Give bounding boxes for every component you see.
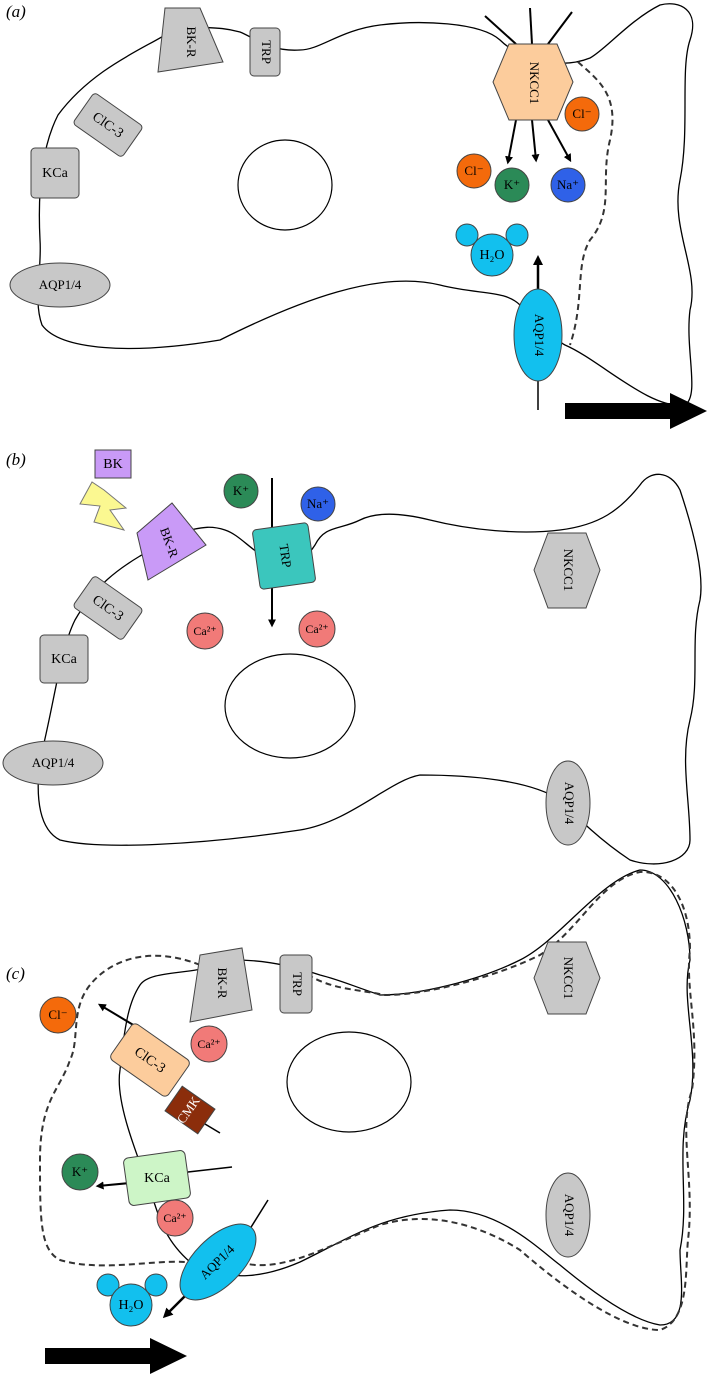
panel-b-kca-channel: KCa [39,634,89,684]
water-molecule-icon: H₂O [96,1273,168,1327]
panel-b-bk-receptor: BK-R [136,502,207,581]
panel-b-cell-membrane [37,473,702,865]
panel-c-aqp-right: AQP1/4 [545,1172,591,1258]
panel-b-nucleus [224,653,356,759]
panel-c-trp-label: TRP [290,972,305,996]
panel-b: (b) BK BK-R TRP ClC-3 KCa [2,449,702,865]
panel-b-aqp-right: AQP1/4 [545,760,591,846]
panel-a-aqp-front: AQP1/4 [513,255,563,410]
panel-a-bkr-label: BK-R [184,26,199,57]
panel-c-label: (c) [6,964,25,983]
panel-a-nkcc1-label: NKCC1 [527,62,542,105]
panel-b-aqp-right-label: AQP1/4 [562,782,577,825]
panel-a-aqp-left-label: AQP1/4 [39,277,82,292]
panel-a-water-label: H₂O [479,248,504,263]
panel-a-kca-label: KCa [42,166,68,181]
panel-a-chloride-ion-left: Cl⁻ [456,153,492,189]
panel-b-aqp-left: AQP1/4 [2,740,104,786]
panel-b-kca-label: KCa [51,652,77,667]
panel-c-cmk-kinase: CMK [164,1085,216,1135]
panel-b-nkcc1: NKCC1 [533,532,601,609]
panel-b-trp-label: TRP [276,543,294,569]
panel-b-bradykinin: BK [94,449,132,479]
panel-b-bk-label: BK [103,457,122,472]
panel-a-kca-channel: KCa [30,147,80,199]
panel-c-bk-receptor: BK-R [189,947,253,1023]
svg-text:Na⁺: Na⁺ [557,177,579,192]
panel-c-clc3-channel: ClC-3 [97,1003,221,1134]
svg-text:Ca²⁺: Ca²⁺ [197,1037,220,1051]
panel-c-kca-label: KCa [144,1171,170,1186]
panel-c-bkr-label: BK-R [215,967,230,998]
panel-c-calcium-ion-bottom: Ca²⁺ [156,1199,194,1237]
migration-arrow-icon [45,1338,187,1374]
svg-text:Ca²⁺: Ca²⁺ [163,1211,186,1225]
svg-text:Cl⁻: Cl⁻ [48,1007,67,1022]
panel-b-nkcc1-label: NKCC1 [561,549,576,592]
panel-a: (a) BK-R TRP ClC-3 KCa AQP1/4 [6,2,707,429]
panel-a-nkcc1: NKCC1 [484,7,574,165]
panel-b-sodium-ion: Na⁺ [300,486,336,522]
panel-c-chloride-ion: Cl⁻ [39,996,77,1034]
panel-c-dashed-membrane [38,870,696,1332]
panel-a-dashed-membrane [569,61,614,346]
panel-c-nucleus [286,1031,412,1133]
panel-c-water-label: H₂O [118,1298,143,1313]
panel-a-aqp-front-label: AQP1/4 [532,314,547,357]
panel-c-aqp-front: AQP1/4 [162,1199,269,1319]
panel-a-cell-membrane [37,3,694,406]
svg-text:Cl⁻: Cl⁻ [572,106,591,121]
panel-a-potassium-ion: K⁺ [494,167,530,203]
panel-a-aqp-left: AQP1/4 [9,262,111,308]
svg-text:Na⁺: Na⁺ [307,496,329,511]
panel-a-sodium-ion: Na⁺ [550,167,586,203]
panel-a-clc3-channel: ClC-3 [73,93,143,157]
panel-c-calcium-ion-top: Ca²⁺ [190,1025,228,1063]
panel-b-clc3-channel: ClC-3 [73,576,143,640]
panel-b-label: (b) [6,450,26,469]
panel-b-aqp-left-label: AQP1/4 [32,755,75,770]
panel-c: (c) BK-R TRP NKCC1 AQP1/4 Cl⁻ [6,869,696,1374]
panel-b-calcium-ion-right: Ca²⁺ [298,610,336,648]
svg-text:K⁺: K⁺ [233,483,249,498]
panel-a-trp-label: TRP [259,40,274,64]
svg-text:Cl⁻: Cl⁻ [464,163,483,178]
lightning-icon [79,481,128,531]
panel-c-kca-channel: KCa [95,1150,233,1206]
panel-c-aqp-right-label: AQP1/4 [562,1194,577,1237]
svg-text:K⁺: K⁺ [72,1164,88,1179]
panel-a-chloride-ion-top: Cl⁻ [564,96,600,132]
panel-b-calcium-ion-left: Ca²⁺ [186,612,224,650]
svg-text:Ca²⁺: Ca²⁺ [305,622,328,636]
migration-arrow-icon [565,393,707,429]
svg-text:K⁺: K⁺ [504,177,520,192]
panel-c-potassium-ion: K⁺ [61,1153,99,1191]
panel-c-nkcc1: NKCC1 [533,941,601,1015]
panel-c-nkcc1-label: NKCC1 [561,957,576,1000]
svg-text:Ca²⁺: Ca²⁺ [193,624,216,638]
panel-c-trp-channel: TRP [279,954,313,1014]
panel-a-label: (a) [6,2,26,21]
panel-a-nucleus [237,139,333,231]
panel-b-potassium-ion: K⁺ [223,473,259,509]
panel-b-trp-channel: TRP [252,478,316,628]
water-molecule-icon: H₂O [455,223,529,277]
panel-a-bk-receptor: BK-R [157,7,224,73]
panel-a-trp-channel: TRP [249,27,281,77]
